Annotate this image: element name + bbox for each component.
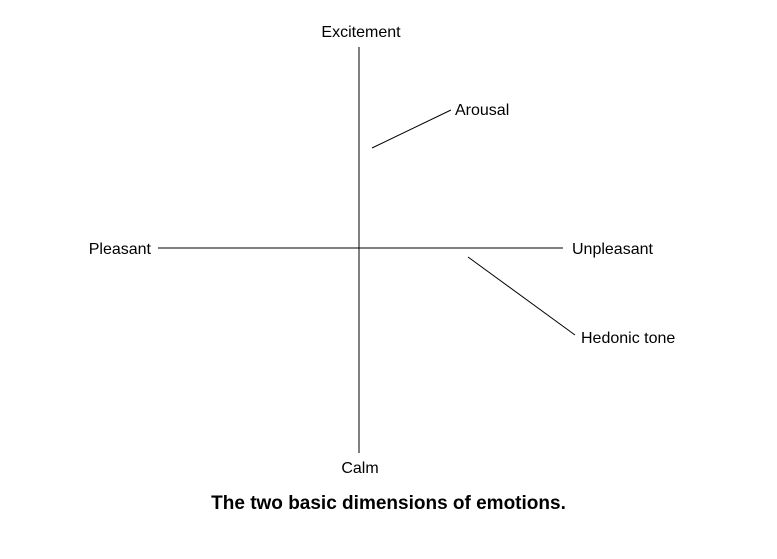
label-hedonic-tone: Hedonic tone <box>581 330 675 347</box>
label-calm: Calm <box>341 460 378 477</box>
arousal-leader-line <box>371 109 452 149</box>
label-excitement: Excitement <box>321 24 401 41</box>
label-unpleasant: Unpleasant <box>572 241 654 258</box>
label-arousal: Arousal <box>455 102 509 119</box>
hedonic-tone-leader-line <box>467 256 576 336</box>
figure-caption: The two basic dimensions of emotions. <box>211 493 566 514</box>
label-pleasant: Pleasant <box>89 241 152 258</box>
